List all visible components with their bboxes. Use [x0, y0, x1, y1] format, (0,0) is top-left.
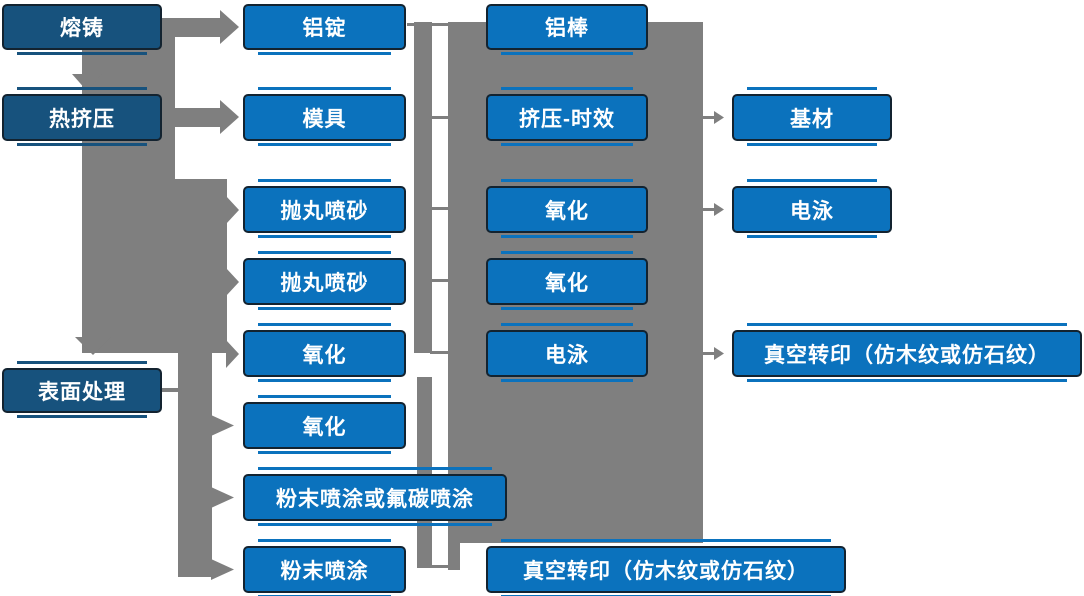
arrow-to-base-material-line [703, 116, 715, 119]
bar-mid-lower [417, 377, 432, 568]
node-electrophoresis-1: 电泳 [486, 323, 648, 382]
arrow-to-electrophoresis-line [703, 208, 715, 211]
node-oxidation-1: 氧化 [243, 323, 406, 382]
line-surface-treatment-to-band [162, 388, 180, 392]
arrow-to-electrophoresis-head [714, 203, 724, 216]
arrow-melting-to-ingot-head [220, 10, 239, 44]
node-vacuum-transfer-1: 真空转印（仿木纹或仿石纹） [486, 539, 846, 596]
flow-band-left-mid [175, 179, 227, 353]
panel-tail [448, 543, 460, 570]
line-row-oxidation [430, 351, 450, 354]
node-oxidation-2: 氧化 [243, 395, 406, 454]
node-aluminum-rod: 铝棒 [486, 4, 648, 55]
node-extrusion-aging: 挤压-时效 [486, 87, 648, 146]
flow-band-left-upper [82, 18, 175, 353]
arrow-to-vacuum-transfer-line [703, 352, 715, 355]
node-mold: 模具 [243, 87, 406, 146]
arrow-to-oxidation-1 [226, 340, 239, 368]
line-row-mold [430, 116, 450, 119]
arrow-extrusion-to-mold-head [220, 100, 239, 134]
node-shot-blasting-1: 抛丸喷砂 [243, 179, 406, 238]
node-melting-casting: 熔铸 [2, 4, 162, 55]
arrow-to-powder-coating [211, 559, 234, 580]
arrow-to-oxidation-2 [211, 415, 234, 436]
node-base-material: 基材 [732, 87, 892, 146]
arrow-to-shot-blasting-1 [226, 196, 239, 224]
node-aluminum-ingot: 铝锭 [243, 4, 406, 55]
flow-band-left-lower [178, 353, 212, 577]
arrow-extrusion-to-mold-line [162, 108, 220, 127]
node-oxidation-3: 氧化 [486, 179, 648, 238]
line-row-vacuum-transfer [432, 565, 448, 568]
arrow-melting-to-ingot-line [162, 18, 220, 37]
arrow-to-base-material-head [714, 111, 724, 124]
node-oxidation-4: 氧化 [486, 251, 648, 310]
line-row-ingot [407, 23, 450, 26]
line-row-shot-blasting-1 [430, 207, 450, 210]
arrow-to-powder-fluorocarbon [211, 487, 234, 508]
node-powder-or-fluorocarbon-coating: 粉末喷涂或氟碳喷涂 [243, 467, 507, 526]
node-powder-coating: 粉末喷涂 [243, 539, 406, 596]
node-hot-extrusion: 热挤压 [2, 87, 162, 146]
node-surface-treatment: 表面处理 [2, 361, 162, 418]
arrow-to-shot-blasting-2 [226, 268, 239, 296]
node-shot-blasting-2: 抛丸喷砂 [243, 251, 406, 310]
arrow-to-vacuum-transfer-head [714, 347, 724, 360]
node-electrophoresis-2: 电泳 [732, 179, 892, 238]
node-vacuum-transfer-2: 真空转印（仿木纹或仿石纹） [732, 323, 1082, 382]
bar-mid-upper [414, 22, 432, 353]
line-row-shot-blasting-2 [430, 279, 450, 282]
